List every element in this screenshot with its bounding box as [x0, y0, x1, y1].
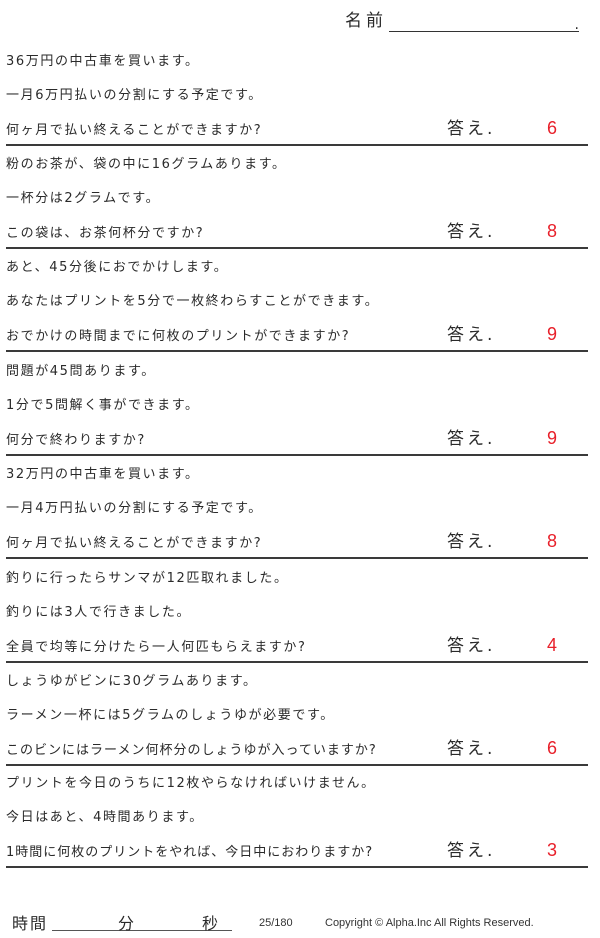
problem-text-line: プリントを今日のうちに12枚やらなければいけません。 — [6, 776, 376, 791]
answer-label: 答え. — [447, 429, 496, 449]
problem-7: しょうゆがビンに30グラムあります。 ラーメン一杯には5グラムのしょうゆが必要で… — [6, 665, 588, 768]
answer-rule — [6, 661, 588, 663]
problem-question: 何分で終わりますか? — [6, 433, 146, 448]
problem-text-line: 36万円の中古車を買います。 — [6, 54, 200, 69]
answer-value[interactable]: 9 — [547, 324, 558, 344]
answer-rule — [6, 557, 588, 559]
problem-question: おでかけの時間までに何枚のプリントができますか? — [6, 329, 351, 344]
name-input-line[interactable]: . — [389, 9, 579, 33]
problem-text-line: 粉のお茶が、袋の中に16グラムあります。 — [6, 157, 287, 172]
problem-question: 何ヶ月で払い終えることができますか? — [6, 536, 263, 551]
problem-text-line: 釣りには3人で行きました。 — [6, 605, 192, 620]
problem-2: 粉のお茶が、袋の中に16グラムあります。 一杯分は2グラムです。 この袋は、お茶… — [6, 148, 588, 251]
problem-text-line: 一杯分は2グラムです。 — [6, 191, 161, 206]
answer-value[interactable]: 6 — [547, 118, 558, 138]
time-label: 時間 — [12, 914, 49, 933]
answer-rule — [6, 764, 588, 766]
problem-5: 32万円の中古車を買います。 一月4万円払いの分割にする予定です。 何ヶ月で払い… — [6, 458, 588, 561]
answer-label: 答え. — [447, 119, 496, 139]
answer-rule — [6, 454, 588, 456]
answer-rule — [6, 866, 588, 868]
answer-value[interactable]: 9 — [547, 428, 558, 448]
problem-1: 36万円の中古車を買います。 一月6万円払いの分割にする予定です。 何ヶ月で払い… — [6, 45, 588, 148]
problem-4: 問題が45問あります。 1分で5問解く事ができます。 何分で終わりますか? 答え… — [6, 355, 588, 458]
problem-6: 釣りに行ったらサンマが12匹取れました。 釣りには3人で行きました。 全員で均等… — [6, 562, 588, 665]
answer-value[interactable]: 4 — [547, 635, 558, 655]
name-field-row: 名前 . — [345, 6, 579, 33]
minutes-label: 分 — [118, 914, 135, 933]
problem-question: 1時間に何枚のプリントをやれば、今日中におわりますか? — [6, 845, 374, 860]
answer-label: 答え. — [447, 841, 496, 861]
answer-label: 答え. — [447, 532, 496, 552]
answer-label: 答え. — [447, 636, 496, 656]
name-end-dot: . — [574, 17, 579, 33]
copyright-notice: Copyright © Alpha.Inc All Rights Reserve… — [325, 917, 534, 929]
time-input-line[interactable] — [52, 930, 232, 931]
problem-question: この袋は、お茶何杯分ですか? — [6, 226, 205, 241]
answer-label: 答え. — [447, 222, 496, 242]
seconds-label: 秒 — [202, 914, 219, 933]
answer-label: 答え. — [447, 739, 496, 759]
problem-text-line: あと、45分後におでかけします。 — [6, 260, 229, 275]
problem-text-line: 一月4万円払いの分割にする予定です。 — [6, 501, 263, 516]
problem-3: あと、45分後におでかけします。 あなたはプリントを5分で一枚終わらすことができ… — [6, 251, 588, 354]
answer-rule — [6, 144, 588, 146]
name-label: 名前 — [345, 11, 387, 31]
problem-question: 何ヶ月で払い終えることができますか? — [6, 123, 263, 138]
answer-value[interactable]: 8 — [547, 221, 558, 241]
problem-text-line: しょうゆがビンに30グラムあります。 — [6, 674, 258, 689]
answer-value[interactable]: 6 — [547, 738, 558, 758]
problem-text-line: ラーメン一杯には5グラムのしょうゆが必要です。 — [6, 708, 335, 723]
answer-value[interactable]: 3 — [547, 840, 558, 860]
footer: 時間 分 秒 25/180 Copyright © Alpha.Inc All … — [12, 908, 592, 934]
problem-text-line: 釣りに行ったらサンマが12匹取れました。 — [6, 571, 289, 586]
problem-text-line: 問題が45問あります。 — [6, 364, 156, 379]
problem-question: このビンにはラーメン何杯分のしょうゆが入っていますか? — [6, 743, 377, 758]
problem-text-line: 一月6万円払いの分割にする予定です。 — [6, 88, 263, 103]
answer-value[interactable]: 8 — [547, 531, 558, 551]
problem-question: 全員で均等に分けたら一人何匹もらえますか? — [6, 640, 307, 655]
answer-rule — [6, 350, 588, 352]
problem-8: プリントを今日のうちに12枚やらなければいけません。 今日はあと、4時間あります… — [6, 767, 588, 870]
problem-text-line: 32万円の中古車を買います。 — [6, 467, 200, 482]
answer-label: 答え. — [447, 325, 496, 345]
problem-text-line: あなたはプリントを5分で一枚終わらすことができます。 — [6, 294, 380, 309]
page-number: 25/180 — [259, 917, 293, 929]
problem-text-line: 1分で5問解く事ができます。 — [6, 398, 200, 413]
problem-text-line: 今日はあと、4時間あります。 — [6, 810, 204, 825]
answer-rule — [6, 247, 588, 249]
